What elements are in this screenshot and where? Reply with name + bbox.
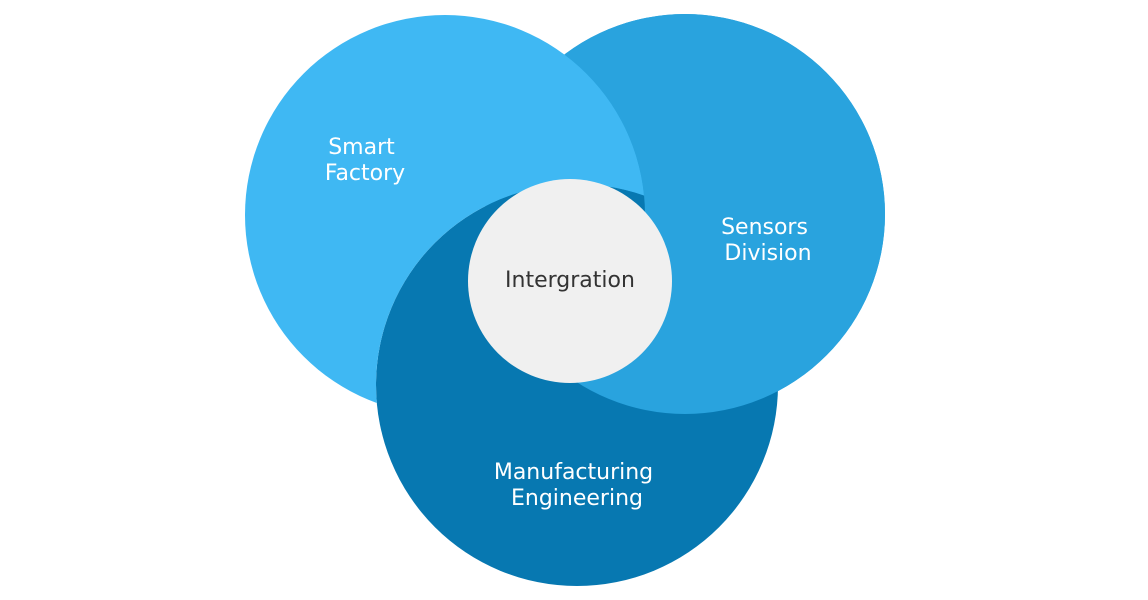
- integration-center-circle: [468, 179, 672, 383]
- manufacturing-engineering-label-line-2: Engineering: [511, 486, 643, 511]
- sensors-division-label-line-1: Sensors: [721, 215, 808, 240]
- smart-factory-label: Smart Factory: [325, 135, 405, 186]
- manufacturing-engineering-label: Manufacturing Engineering: [494, 460, 660, 511]
- manufacturing-engineering-label-line-1: Manufacturing: [494, 460, 653, 485]
- smart-factory-label-line-2: Factory: [325, 161, 405, 186]
- sensors-division-label: Sensors Division: [721, 215, 815, 266]
- smart-factory-label-line-1: Smart: [328, 135, 395, 160]
- integration-label: Intergration: [505, 268, 635, 293]
- sensors-division-label-line-2: Division: [724, 241, 811, 266]
